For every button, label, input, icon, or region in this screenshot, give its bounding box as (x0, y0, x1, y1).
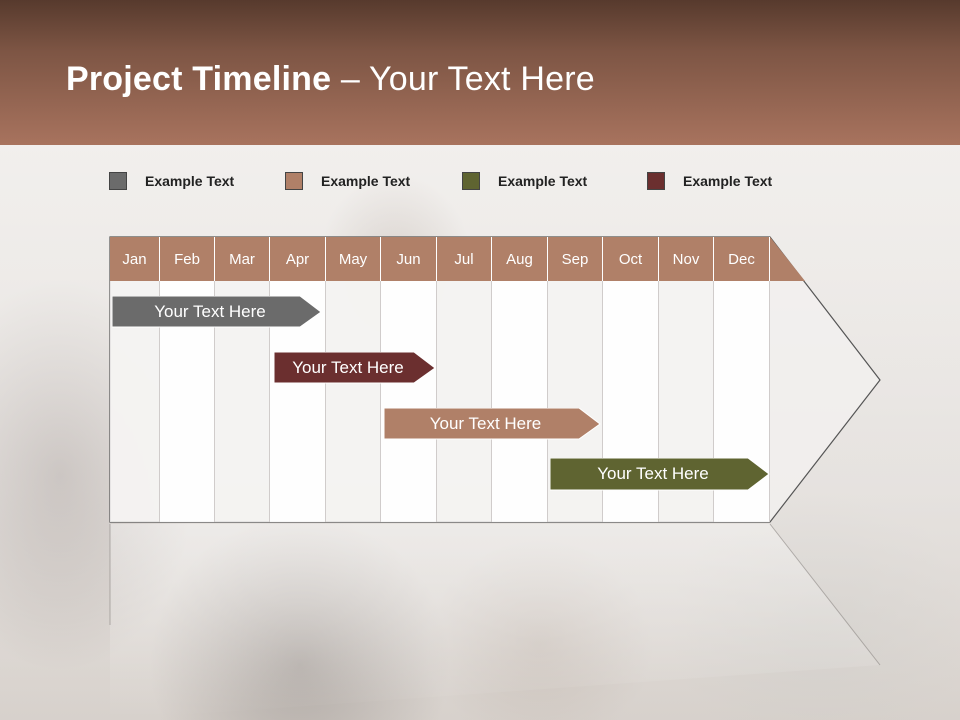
month-column (437, 281, 492, 522)
timeline-header-tip (770, 237, 805, 281)
title-rest: – Your Text Here (331, 60, 595, 98)
task-label: Your Text Here (154, 302, 266, 321)
month-label-sep: Sep (548, 237, 603, 281)
month-column (381, 281, 437, 522)
task-label: Your Text Here (292, 358, 404, 377)
task-bar-1[interactable]: Your Text Here (112, 296, 322, 328)
task-bar-4[interactable]: Your Text Here (550, 458, 770, 491)
timeline-reflection (110, 524, 880, 720)
task-arrow-shape (112, 296, 322, 328)
task-arrow-shape (550, 458, 770, 491)
reflection-edge-right (769, 523, 881, 666)
legend-item-2: Example Text (285, 170, 410, 192)
legend-item-1: Example Text (109, 170, 234, 192)
title-bold: Project Timeline (66, 60, 332, 98)
month-label-feb: Feb (160, 237, 215, 281)
legend-label: Example Text (683, 173, 773, 189)
legend-swatch (462, 172, 480, 190)
task-arrow-shape (384, 408, 601, 440)
month-label-may: May (326, 237, 381, 281)
task-label: Your Text Here (429, 414, 542, 433)
month-column (492, 281, 548, 522)
task-label: Your Text Here (597, 464, 709, 483)
month-label-nov: Nov (659, 237, 714, 281)
month-label-jul: Jul (437, 237, 492, 281)
month-label-mar: Mar (215, 237, 270, 281)
task-arrow-shape (274, 352, 436, 384)
slide-header: Project Timeline – Your Text Here (0, 0, 960, 145)
task-bar-2[interactable]: Your Text Here (274, 352, 436, 384)
month-label-dec: Dec (714, 237, 770, 281)
legend-label: Example Text (145, 173, 235, 189)
month-label-aug: Aug (492, 237, 548, 281)
legend-swatch (109, 172, 127, 190)
legend-item-4: Example Text (647, 170, 772, 192)
legend-item-3: Example Text (462, 170, 587, 192)
legend-label: Example Text (498, 173, 588, 189)
month-column (326, 281, 381, 522)
legend-label: Example Text (321, 173, 411, 189)
task-bar-3[interactable]: Your Text Here (384, 408, 601, 440)
legend-swatch (285, 172, 303, 190)
slide-title: Project Timeline – Your Text Here (66, 60, 595, 99)
month-label-jan: Jan (110, 237, 160, 281)
legend-swatch (647, 172, 665, 190)
month-label-apr: Apr (270, 237, 326, 281)
month-label-jun: Jun (381, 237, 437, 281)
month-label-oct: Oct (603, 237, 659, 281)
